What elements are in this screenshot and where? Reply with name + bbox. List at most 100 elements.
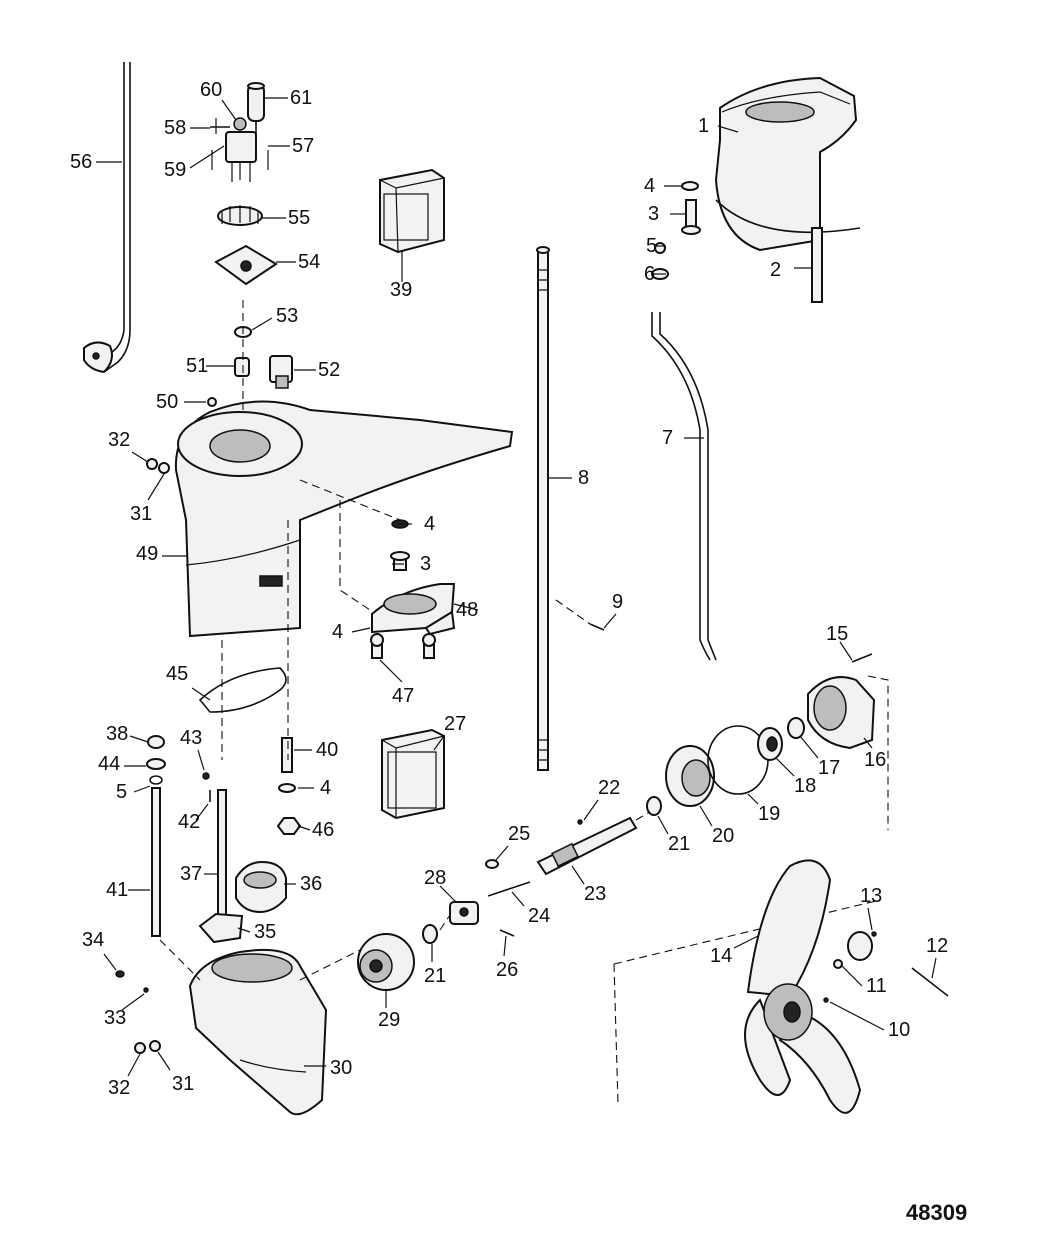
callout-label-57: 57	[292, 135, 314, 157]
washer-nut-upper	[146, 458, 170, 474]
bolt-washer-middle	[390, 519, 410, 571]
leader-line-53	[251, 317, 273, 331]
callout-label-1: 1	[698, 115, 709, 137]
leader-line-9	[603, 613, 617, 629]
leader-line-10	[829, 1001, 885, 1031]
callout-label-48: 48	[456, 599, 478, 621]
callout-label-44: 44	[98, 753, 120, 775]
screw-15	[851, 653, 873, 663]
leader-line-32a	[131, 451, 149, 463]
callout-label-9: 9	[612, 591, 623, 613]
leader-line-13	[867, 907, 873, 931]
callout-label-51: 51	[186, 355, 208, 377]
leader-line-23	[571, 865, 585, 885]
bearing-carrier-16	[807, 676, 876, 750]
callout-label-33: 33	[104, 1007, 126, 1029]
callout-label-49: 49	[136, 543, 158, 565]
leader-line-25	[495, 845, 509, 861]
leader-line-26	[503, 935, 507, 957]
callout-label-22: 22	[598, 777, 620, 799]
leader-line-5b	[133, 785, 151, 793]
gear-housing-30	[188, 948, 328, 1116]
leader-line-18	[775, 757, 795, 777]
leader-line-47	[379, 659, 403, 683]
leader-line-22	[583, 799, 599, 821]
shift-shaft-56	[83, 62, 131, 374]
callout-label-50: 50	[156, 391, 178, 413]
callout-label-38: 38	[106, 723, 128, 745]
washer-21-upper	[646, 796, 662, 816]
leader-line-15	[839, 641, 853, 661]
callout-label-6: 6	[644, 263, 655, 285]
callout-label-26: 26	[496, 959, 518, 981]
callout-label-32a: 32	[108, 429, 130, 451]
pin-2	[811, 227, 823, 303]
stud-nut-40-46	[276, 737, 302, 835]
callout-label-24: 24	[528, 905, 550, 927]
package-39	[379, 168, 445, 254]
callout-label-8: 8	[578, 467, 589, 489]
callout-label-35: 35	[254, 921, 276, 943]
callout-label-18: 18	[794, 775, 816, 797]
shift-rod-7	[651, 312, 717, 661]
callout-label-3a: 3	[648, 203, 659, 225]
callout-label-25: 25	[508, 823, 530, 845]
leader-line-31b	[157, 1051, 171, 1071]
driveshaft-housing-49	[174, 400, 514, 638]
leader-line-60	[221, 99, 237, 121]
callout-label-59: 59	[164, 159, 186, 181]
pins-33-34	[115, 970, 149, 993]
callout-label-37: 37	[180, 863, 202, 885]
callout-label-54: 54	[298, 251, 320, 273]
callout-label-14: 14	[710, 945, 732, 967]
clutch-28	[449, 901, 479, 925]
callout-label-28: 28	[424, 867, 446, 889]
callout-label-42: 42	[178, 811, 200, 833]
callout-label-45: 45	[166, 663, 188, 685]
leader-line-1	[717, 125, 739, 133]
leader-line-45	[191, 687, 211, 701]
callout-label-43: 43	[180, 727, 202, 749]
callout-label-60: 60	[200, 79, 222, 101]
leader-line-19	[747, 793, 759, 805]
callout-label-15: 15	[826, 623, 848, 645]
anode-48	[371, 583, 456, 636]
alignment-lines	[159, 300, 651, 981]
callout-label-19: 19	[758, 803, 780, 825]
leader-line-17	[799, 735, 819, 759]
callout-label-31b: 31	[172, 1073, 194, 1095]
water-tube-seal-52	[269, 355, 293, 389]
propeller-14	[744, 859, 862, 1114]
callout-label-17: 17	[818, 757, 840, 779]
callout-label-27: 27	[444, 713, 466, 735]
pins-42-43	[202, 772, 211, 802]
leader-line-42	[195, 803, 209, 821]
callout-label-52: 52	[318, 359, 340, 381]
driveshaft-8	[536, 246, 550, 771]
shaft-37	[217, 789, 227, 921]
leader-line-43	[197, 749, 205, 771]
callout-label-55: 55	[288, 207, 310, 229]
callout-label-61: 61	[290, 87, 312, 109]
pin-22	[577, 819, 583, 825]
callout-label-41: 41	[106, 879, 128, 901]
bolt-washers-upper-right	[651, 181, 701, 280]
callout-label-7: 7	[662, 427, 673, 449]
callout-label-10: 10	[888, 1019, 910, 1041]
leader-line-27	[433, 735, 445, 751]
leader-line-28	[439, 885, 457, 903]
prop-assembly-outline	[613, 675, 889, 1105]
figure-number: 48309	[906, 1200, 967, 1225]
washer-nut-lower	[134, 1040, 161, 1054]
callout-label-53: 53	[276, 305, 298, 327]
callout-label-4c: 4	[332, 621, 343, 643]
gasket-45	[198, 667, 287, 713]
callout-label-20: 20	[712, 825, 734, 847]
callout-label-16: 16	[864, 749, 886, 771]
housing-cover-1	[714, 76, 861, 252]
stud-41	[151, 787, 161, 937]
prop-hardware	[823, 931, 949, 1003]
leader-line-4c	[351, 627, 371, 633]
callout-label-40: 40	[316, 739, 338, 761]
